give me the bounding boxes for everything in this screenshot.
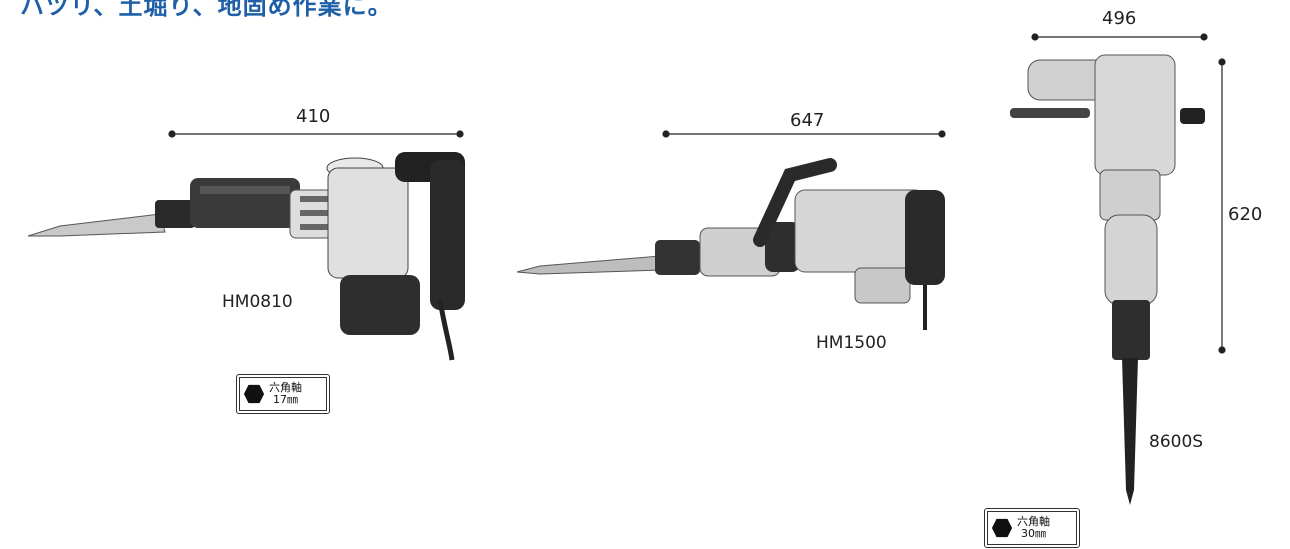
dimension-label-8600s-width: 496 (1102, 8, 1137, 29)
shank-label: 六角軸 (269, 381, 302, 394)
hexagon-shank-icon (991, 518, 1013, 538)
dimension-label-hm0810: 410 (296, 106, 331, 127)
model-label-8600s: 8600S (1149, 432, 1204, 452)
shank-badge-hm0810: 六角軸 17㎜ (236, 374, 330, 414)
hm0810-tool-image (27, 152, 465, 361)
hm1500-tool-image (516, 158, 945, 330)
hexagon-shank-icon (243, 384, 265, 404)
dimension-line-hm0810 (168, 130, 464, 138)
dimension-line-8600s-height (1218, 58, 1226, 354)
shank-badge-8600s: 六角軸 30㎜ (984, 508, 1080, 548)
dimension-label-8600s-height: 620 (1228, 204, 1263, 225)
shank-size: 17㎜ (273, 393, 298, 406)
dimension-line-8600s-width (1031, 33, 1208, 41)
dimension-line-hm1500 (662, 130, 946, 138)
8600s-tool-image (1010, 54, 1205, 505)
model-label-hm0810: HM0810 (222, 292, 293, 312)
dimension-label-hm1500: 647 (790, 110, 825, 131)
shank-size: 30㎜ (1021, 527, 1046, 540)
model-label-hm1500: HM1500 (816, 333, 887, 353)
shank-label: 六角軸 (1017, 515, 1050, 528)
page-heading: ハツリ、土堀り、地固め作業に。 (20, 0, 393, 20)
